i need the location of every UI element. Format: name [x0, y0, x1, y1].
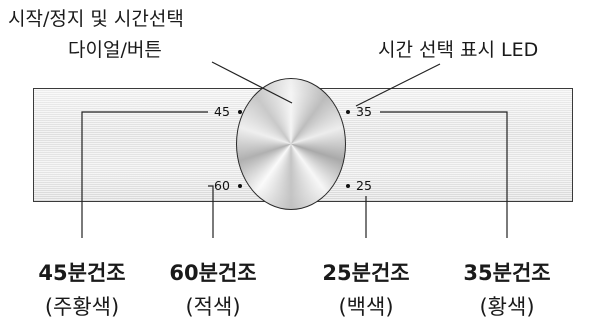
mode-color-25: (백색)	[338, 295, 394, 319]
dial-callout-line1: 시작/정지 및 시간선택	[8, 8, 184, 30]
mode-time-25: 25분건조	[322, 261, 410, 285]
mode-time-35: 35분건조	[463, 261, 551, 285]
dial-callout-line2: 다이얼/버튼	[68, 39, 162, 61]
mode-color-45: (주황색)	[44, 295, 120, 319]
mode-color-35: (황색)	[479, 295, 535, 319]
mode-label-60: 60분건조 (적색)	[169, 259, 256, 321]
led-callout: 시간 선택 표시 LED	[378, 39, 539, 61]
mode-label-35: 35분건조 (황색)	[463, 259, 550, 321]
led-label-25: 25	[356, 178, 372, 193]
led-label-45: 45	[214, 104, 230, 119]
mode-time-60: 60분건조	[169, 261, 257, 285]
led-indicator-60	[238, 184, 242, 188]
mode-time-45: 45분건조	[38, 261, 126, 285]
led-indicator-25	[346, 184, 350, 188]
start-stop-time-dial[interactable]	[236, 78, 346, 210]
mode-label-45: 45분건조 (주황색)	[38, 259, 125, 321]
led-label-60: 60	[214, 178, 230, 193]
led-label-35: 35	[356, 104, 372, 119]
mode-color-60: (적색)	[185, 295, 241, 319]
mode-label-25: 25분건조 (백색)	[322, 259, 409, 321]
led-indicator-45	[238, 110, 242, 114]
led-indicator-35	[346, 110, 350, 114]
